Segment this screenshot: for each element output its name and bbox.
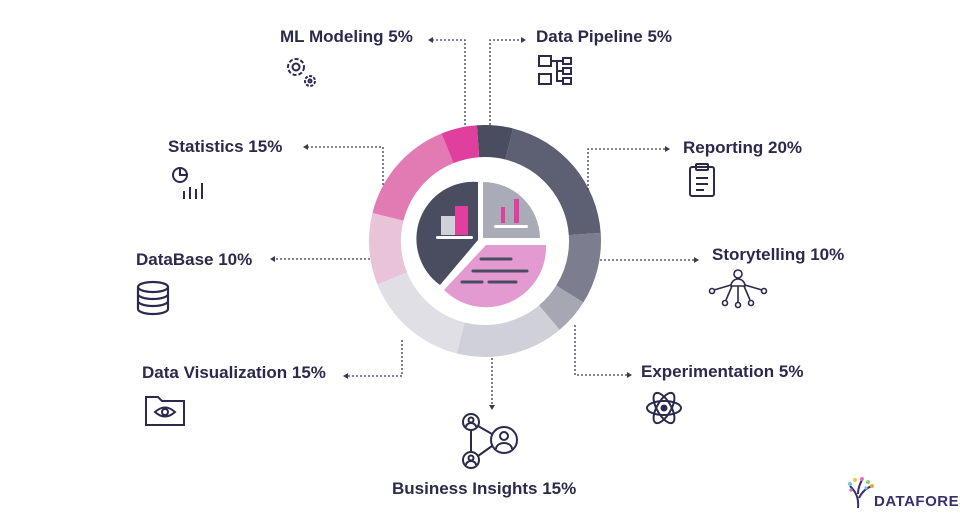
center-pie-icon bbox=[416, 181, 547, 308]
brand-name: DATAFOREST bbox=[874, 493, 960, 510]
dataforest-logo: DATAFOREST bbox=[846, 476, 960, 510]
label-business-insights: Business Insights 15% bbox=[392, 479, 577, 498]
label-data-pipeline: Data Pipeline 5% bbox=[536, 27, 673, 46]
label-experimentation: Experimentation 5% bbox=[641, 362, 804, 381]
donut-segment-statistics bbox=[372, 133, 454, 221]
atom-icon bbox=[646, 391, 682, 425]
donut-segment-database bbox=[369, 212, 408, 285]
donut-segment-storytelling bbox=[556, 232, 601, 303]
donut-segment-ml-modeling bbox=[441, 125, 480, 164]
donut-segment-data-visualization bbox=[377, 272, 465, 354]
gears-icon bbox=[287, 58, 316, 87]
donut-chart bbox=[369, 125, 601, 357]
folder-eye-icon bbox=[145, 396, 185, 426]
data-pipeline-icon bbox=[538, 55, 572, 85]
label-data-visualization: Data Visualization 15% bbox=[142, 363, 326, 382]
statistics-icon bbox=[172, 167, 203, 199]
connector-arrowheads bbox=[270, 37, 699, 410]
clipboard-icon bbox=[689, 163, 715, 197]
donut-segment-experimentation bbox=[538, 285, 584, 330]
label-database: DataBase 10% bbox=[136, 250, 253, 269]
donut-segment-data-pipeline bbox=[476, 125, 514, 160]
database-icon bbox=[136, 280, 170, 316]
connector-lines bbox=[274, 39, 695, 406]
donut-segment-reporting bbox=[505, 128, 601, 236]
storytelling-network-icon bbox=[708, 269, 768, 309]
business-insights-people-icon bbox=[462, 413, 518, 469]
label-ml-modeling: ML Modeling 5% bbox=[280, 27, 413, 46]
label-storytelling: Storytelling 10% bbox=[712, 245, 845, 264]
label-statistics: Statistics 15% bbox=[168, 137, 283, 156]
tree-logo-icon bbox=[848, 477, 874, 509]
donut-segment-business-insights bbox=[456, 305, 560, 357]
label-reporting: Reporting 20% bbox=[683, 138, 803, 157]
